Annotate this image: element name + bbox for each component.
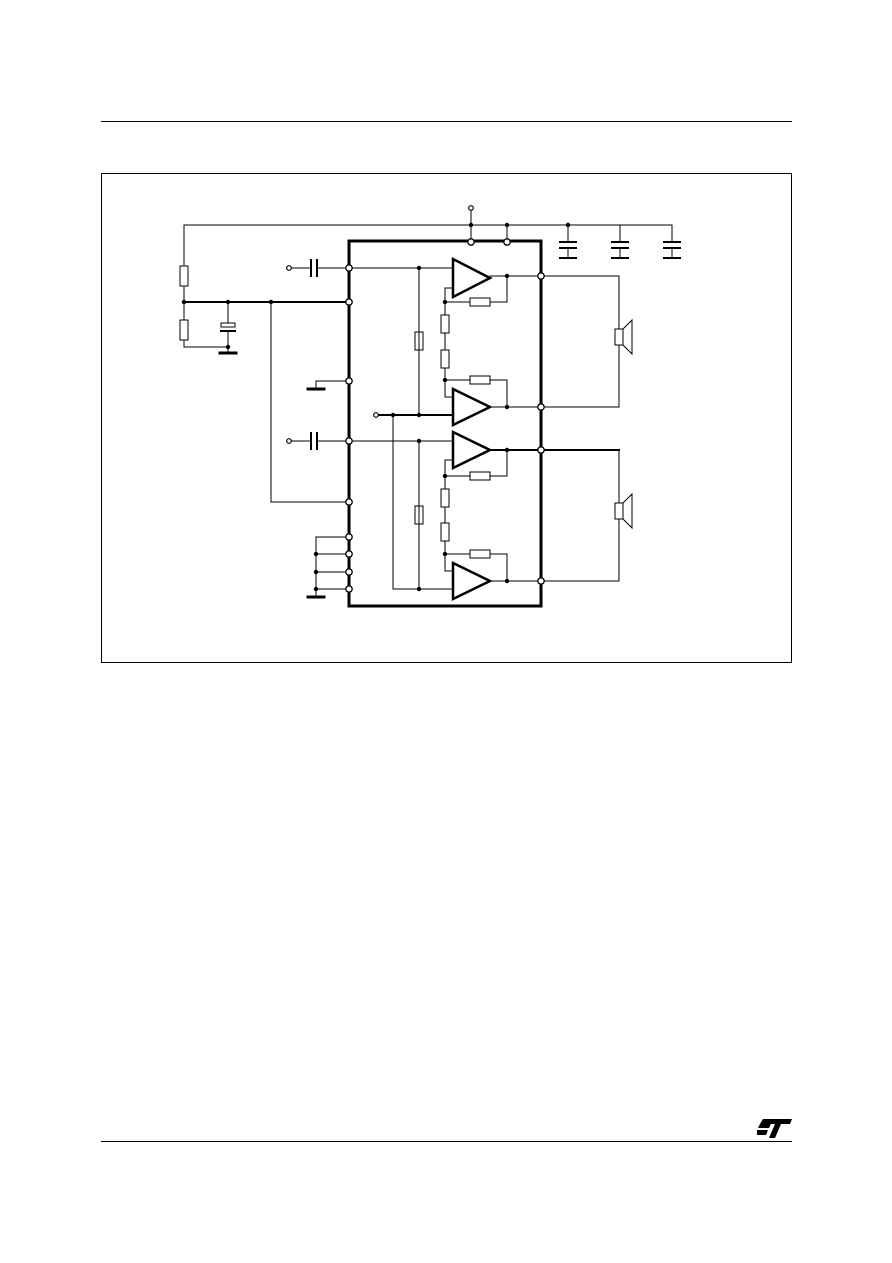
internal-reference-2: [414, 440, 424, 590]
junction-dots: [181, 222, 571, 592]
amplifier-4: [451, 561, 493, 601]
speaker-1-icon: [540, 275, 633, 408]
ic-body: [347, 239, 543, 608]
input-2: [289, 432, 454, 450]
ground-pin: [306, 380, 350, 391]
supply-capacitor-2: [611, 224, 629, 259]
feedback-amp-3: [440, 449, 542, 572]
header-rule: [101, 121, 792, 122]
speaker-2-icon: [540, 449, 633, 582]
ground-pins-bottom: [306, 536, 350, 599]
figure-frame: [101, 173, 792, 663]
input-1: [289, 259, 454, 277]
supply-capacitor-3: [663, 224, 681, 259]
feedback-amp-4: [444, 549, 542, 582]
footer-rule: [101, 1141, 792, 1142]
bias-divider: [179, 265, 350, 503]
feedback-amp-2: [444, 375, 542, 408]
vcc-rail: [183, 208, 673, 267]
internal-reference-1: [414, 267, 424, 416]
amplifier-3: [451, 430, 493, 470]
st-logo-icon: [757, 1119, 792, 1138]
ic-pins: [345, 238, 545, 593]
amplifiers: [451, 256, 493, 601]
reference-bus: [376, 414, 454, 590]
terminals: [286, 205, 474, 444]
amplifier-1: [451, 256, 493, 300]
amplifier-2: [451, 387, 493, 427]
supply-capacitor-1: [559, 224, 577, 259]
